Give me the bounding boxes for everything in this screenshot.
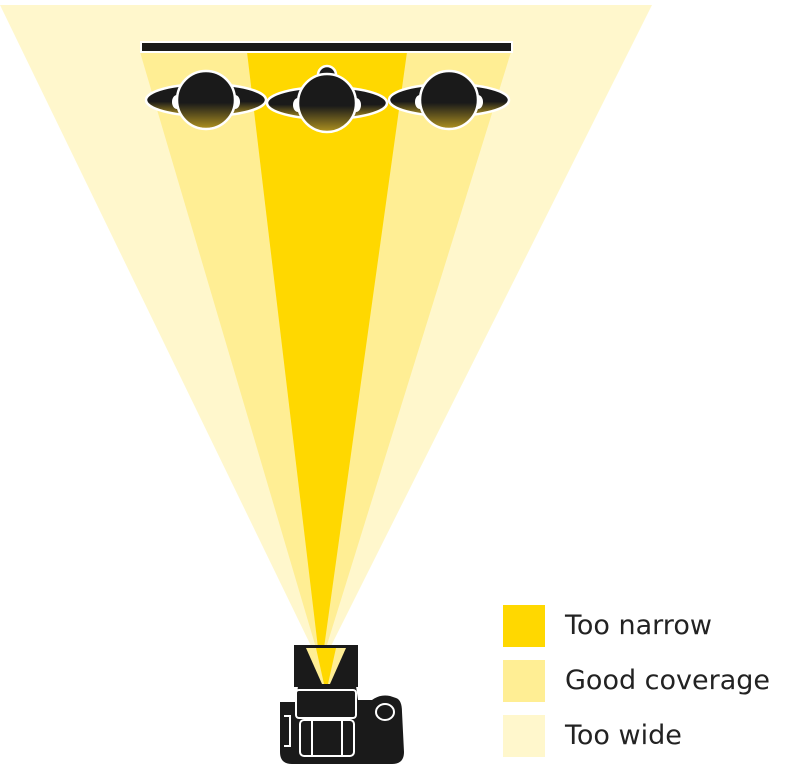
legend-label: Good coverage — [565, 665, 771, 696]
legend-label: Too narrow — [565, 610, 712, 641]
legend-swatch — [503, 715, 545, 757]
backdrop-bar — [140, 41, 513, 53]
person-head-icon — [387, 69, 511, 131]
camera-icon — [280, 645, 404, 764]
legend-label: Too wide — [565, 720, 682, 751]
too-narrow-cone — [247, 52, 407, 648]
legend-swatch — [503, 605, 545, 647]
person-head-icon — [144, 69, 268, 131]
person-head-icon — [265, 64, 389, 134]
legend-swatch — [503, 660, 545, 702]
